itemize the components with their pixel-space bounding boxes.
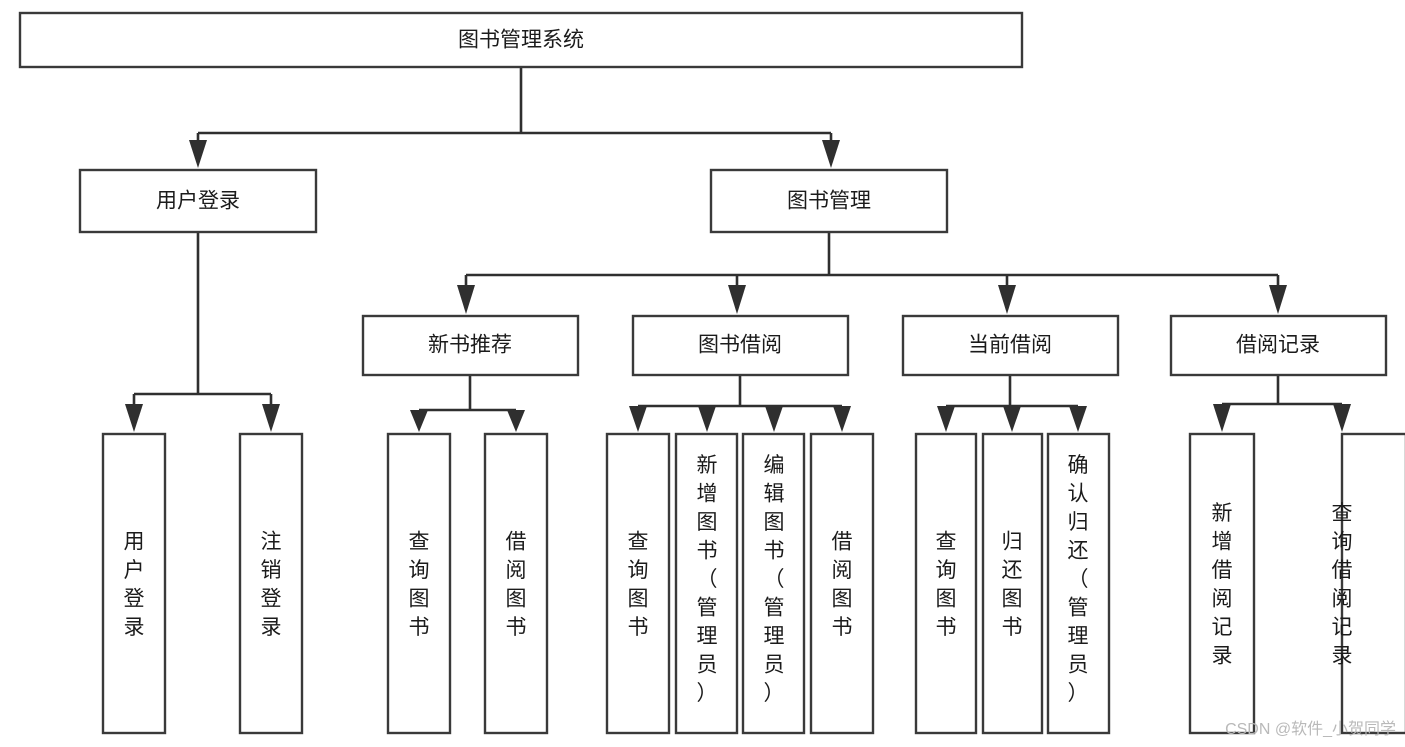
arrow-head-book-manage [822,140,840,168]
arrow-head-leaf-borrow-book-2 [833,406,851,432]
node-leaf-user-login-label: 用户登录 [124,531,145,640]
node-leaf-query-book-3[interactable]: 查询图书 [914,432,978,735]
arrow-head-leaf-user-login [125,404,143,432]
node-borrow-record-label: 借阅记录 [1236,334,1320,357]
node-new-book-recommend[interactable]: 新书推荐 [361,314,580,377]
node-leaf-logout-label: 注销登录 [261,531,282,640]
node-leaf-return-book[interactable]: 归还图书 [981,432,1044,735]
node-system-label: 图书管理系统 [458,29,584,52]
node-leaf-return-book-label: 归还图书 [1002,531,1023,640]
node-leaf-borrow-book-2[interactable]: 借阅图书 [809,432,875,735]
watermark-label: CSDN @软件_小贺同学 [1225,720,1396,738]
arrow-head-book-borrow [728,285,746,314]
arrow-head-leaf-logout [262,404,280,432]
node-user-login-label: 用户登录 [156,190,240,213]
node-new-book-recommend-box[interactable] [361,314,580,377]
node-leaf-add-record[interactable]: 新增借阅记录 [1188,432,1256,735]
node-leaf-edit-book-box[interactable] [741,432,806,735]
node-leaf-query-book-3-label: 查询图书 [936,531,957,640]
node-system[interactable]: 图书管理系统 [18,11,1024,69]
node-leaf-confirm-return[interactable]: 确认归还（管理员） [1046,432,1111,735]
arrow-head-current-borrow [998,285,1016,314]
connector-layer [125,67,1351,432]
node-borrow-record[interactable]: 借阅记录 [1169,314,1388,377]
arrow-head-leaf-query-book-3 [937,406,955,432]
node-leaf-borrow-book-2-box[interactable] [809,432,875,735]
node-book-manage[interactable]: 图书管理 [709,168,949,234]
arrow-head-leaf-query-record [1333,404,1351,432]
node-leaf-query-book-1-label: 查询图书 [409,531,430,640]
node-leaf-borrow-book-1[interactable]: 借阅图书 [483,432,549,735]
node-system-box[interactable] [18,11,1024,69]
arrow-head-leaf-return-book [1003,406,1021,432]
node-leaf-return-book-box[interactable] [981,432,1044,735]
node-book-manage-box[interactable] [709,168,949,234]
node-leaf-confirm-return-label: 确认归还（管理员） [1068,454,1089,705]
node-leaf-query-record-label: 查询借阅记录 [1332,502,1353,668]
arrow-head-leaf-query-book-1 [410,410,428,432]
node-user-login[interactable]: 用户登录 [78,168,318,234]
node-leaf-confirm-return-box[interactable] [1046,432,1111,735]
node-leaf-query-book-2-label: 查询图书 [628,531,649,640]
node-leaf-add-book-label: 新增图书（管理员） [697,454,718,705]
node-leaf-add-record-label: 新增借阅记录 [1212,502,1233,668]
node-leaf-query-book-2-box[interactable] [605,432,671,735]
node-current-borrow[interactable]: 当前借阅 [901,314,1120,377]
arrow-head-borrow-record [1269,285,1287,314]
node-leaf-borrow-book-1-label: 借阅图书 [506,531,527,640]
arrow-head-leaf-add-record [1213,404,1231,432]
node-leaf-add-record-box[interactable] [1188,432,1256,735]
node-leaf-edit-book[interactable]: 编辑图书（管理员） [741,432,806,735]
node-leaf-logout-box[interactable] [238,432,304,735]
node-leaf-user-login-box[interactable] [101,432,167,735]
node-borrow-record-box[interactable] [1169,314,1388,377]
node-book-borrow-label: 图书借阅 [698,334,782,357]
node-leaf-user-login[interactable]: 用户登录 [101,432,167,735]
node-leaf-query-book-1[interactable]: 查询图书 [386,432,452,735]
node-leaf-borrow-book-2-label: 借阅图书 [832,531,853,640]
node-leaf-query-book-1-box[interactable] [386,432,452,735]
node-layer: 图书管理系统 用户登录 图书管理 新书推荐 图书借阅 当前 [18,11,1405,735]
arrow-head-leaf-query-book-2 [629,406,647,432]
node-leaf-edit-book-label: 编辑图书（管理员） [764,454,785,705]
node-leaf-logout[interactable]: 注销登录 [238,432,304,735]
node-leaf-borrow-book-1-box[interactable] [483,432,549,735]
arrow-head-leaf-edit-book [765,406,783,432]
node-leaf-query-book-3-box[interactable] [914,432,978,735]
node-leaf-add-book[interactable]: 新增图书（管理员） [674,432,739,735]
node-book-borrow-box[interactable] [631,314,850,377]
arrow-head-user-login [189,140,207,168]
node-current-borrow-label: 当前借阅 [968,334,1052,357]
node-user-login-box[interactable] [78,168,318,234]
arrow-head-leaf-confirm-return [1069,406,1087,432]
node-leaf-add-book-box[interactable] [674,432,739,735]
node-leaf-query-book-2[interactable]: 查询图书 [605,432,671,735]
arrow-head-leaf-add-book [698,406,716,432]
arrow-head-new-book-recommend [457,285,475,314]
node-current-borrow-box[interactable] [901,314,1120,377]
node-new-book-recommend-label: 新书推荐 [428,334,512,357]
arrow-head-leaf-borrow-book-1 [507,410,525,432]
node-leaf-query-record-box[interactable] [1340,432,1405,735]
node-book-borrow[interactable]: 图书借阅 [631,314,850,377]
node-book-manage-label: 图书管理 [787,190,871,213]
node-leaf-query-record[interactable]: 查询借阅记录 [1332,432,1405,735]
